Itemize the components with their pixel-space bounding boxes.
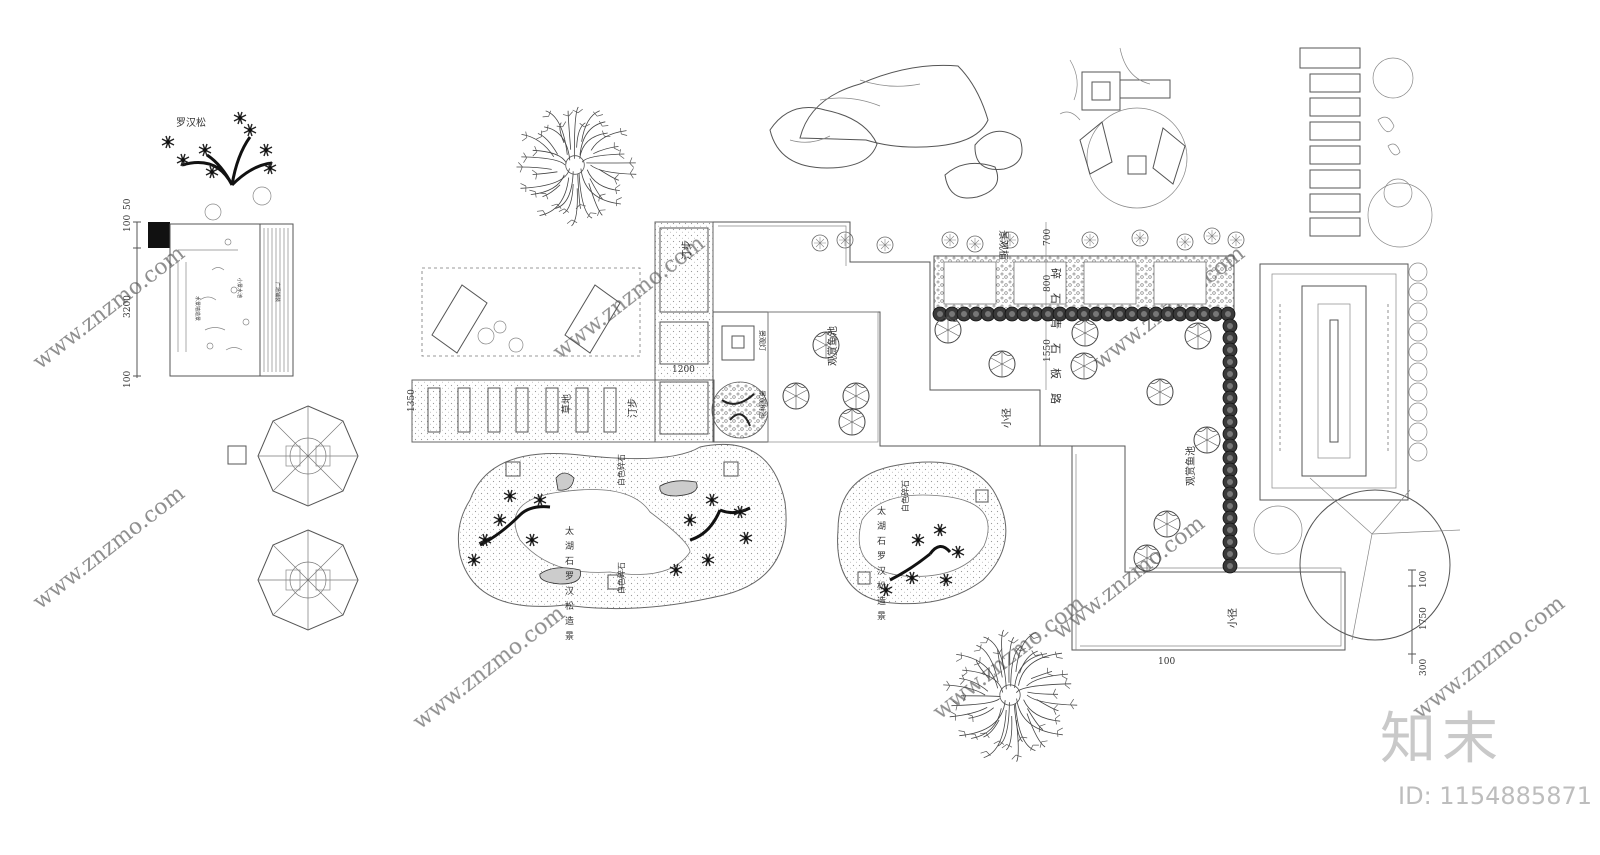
dim-1350: 1350 [407,389,417,412]
label-path-2: 小径 [1226,608,1239,628]
label-stepping-stone-2: 汀步 [627,398,639,418]
label-white-gravel-2: 白色碎石 [616,562,626,594]
watermark-url: www.znzmo.com [28,481,190,615]
rockery-stones [769,64,1023,199]
label-koi-pond-1: 观赏鱼池 [826,326,839,366]
label-shrub-strip: 景观植 [997,230,1010,260]
shrub-ball [1408,282,1428,302]
label-garden-1: 太湖石罗汉松造景 [563,525,574,646]
koi-pond-1: 观赏鱼池 [767,311,879,443]
shrub-ball [1408,382,1428,402]
water-wall-feature: 水景墙造景 小景水池 广场铺装 100 50 3200 100 罗汉松 [123,111,294,388]
watermark-brand: 知末 [1380,707,1504,772]
dim-100-top: 100 [123,215,133,232]
label-feature-tree: 景观树池 [758,390,767,418]
shrub-ball [1408,402,1428,422]
dim-50: 50 [123,198,133,210]
shrub-ball [1408,302,1428,322]
label-garden-2: 太湖石罗汉松造景 [875,505,886,626]
dim-100-bot: 100 [123,371,133,388]
dim-100-path: 100 [1158,657,1175,667]
watermark-id: ID: 1154885871 [1398,782,1592,810]
watermark-url: www.znzmo.com [1048,511,1210,645]
dim-3200: 3200 [123,295,133,318]
shrub-ball [1408,422,1428,442]
shrub-ball [1408,342,1428,362]
feature-tree-pit: 景观树池 [711,381,769,439]
pergola-seating [1059,47,1188,209]
koi-pond-2: 观赏鱼池 [934,316,1221,572]
dim-300: 300 [1419,659,1429,676]
label-lawn: 草地 [560,394,573,414]
dim-700: 700 [1043,229,1053,246]
rock-garden-1: 太湖石罗汉松造景 白色碎石 白色碎石 [457,443,787,646]
lawn-area [421,267,641,357]
label-small-1: 水景墙造景 [194,296,201,321]
label-white-gravel-3: 白色碎石 [900,480,910,512]
watermark-url: www.znzmo.com [408,601,570,735]
hedge-ball [1222,558,1238,574]
shrub-ball [1408,362,1428,382]
dim-100-right: 100 [1419,571,1429,588]
label-gravel-slab-path: 碎石青石板路 [1049,268,1063,418]
dim-1750: 1750 [1419,607,1429,630]
umbrella-table-2 [257,529,359,631]
dim-1550: 1550 [1043,339,1053,362]
right-building [1253,47,1461,641]
label-koi-pond-2: 观赏鱼池 [1184,446,1197,486]
luohan-pine-tree: 罗汉松 [161,111,277,221]
gravel-slab-path: 碎石青石板路 700 800 1550 [933,222,1235,418]
stepping-path: 汀步 汀步 草地 1350 1200 [407,221,715,443]
rock-garden-2: 太湖石罗汉松造景 白色碎石 [837,461,1007,626]
shrub-strip: 景观植 [811,227,1245,260]
tree-bottom-center [943,629,1078,762]
label-luohan-pine: 罗汉松 [176,116,206,129]
label-white-gravel-1: 白色碎石 [616,454,626,486]
watermark-url: www.znzmo.com [28,241,190,375]
tree-top-center [516,106,637,227]
shrub-ball [1408,442,1428,462]
label-stepping-stone-1: 汀步 [681,240,693,260]
dim-800: 800 [1043,275,1053,292]
small-planter [227,445,247,465]
shrub-ball [1408,322,1428,342]
right-dimensions: 100 1750 300 [1408,569,1429,676]
label-lantern: 景观灯 [758,330,767,351]
umbrella-table-1 [257,405,359,507]
label-small-2: 小景水池 [236,278,243,298]
lantern-area: 景观灯 景观树池 [711,311,769,443]
label-path-1: 小径 [1000,408,1013,428]
dim-1200: 1200 [672,365,695,375]
label-small-3: 广场铺装 [274,282,281,302]
shrub-ball [1408,262,1428,282]
